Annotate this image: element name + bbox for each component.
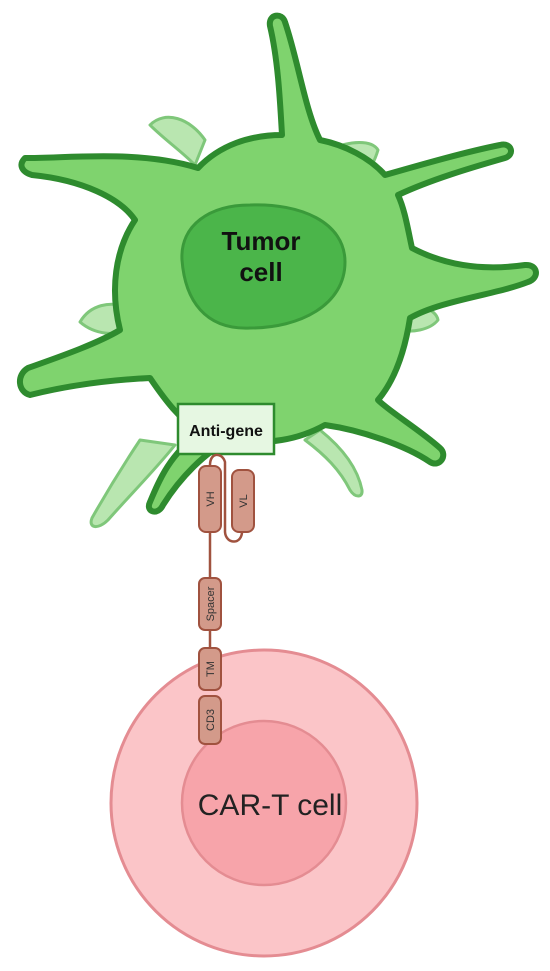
cd3-domain bbox=[198, 695, 222, 745]
tm-label: TM bbox=[205, 661, 217, 677]
vl-domain bbox=[231, 469, 255, 533]
spacer-label: Spacer bbox=[205, 586, 217, 621]
vl-label: VL bbox=[238, 494, 250, 507]
tumor-cell-label: Tumor bbox=[222, 226, 301, 256]
tumor-cell-label-line2: cell bbox=[239, 257, 282, 287]
tumor-nucleus bbox=[180, 203, 347, 330]
car-t-cell-label: CAR-T cell bbox=[198, 789, 342, 822]
vh-domain bbox=[198, 465, 222, 533]
vh-label: VH bbox=[205, 491, 217, 506]
tm-domain bbox=[198, 647, 222, 691]
car-t-nucleus bbox=[180, 719, 348, 887]
spacer-domain bbox=[198, 577, 222, 631]
antigen-box bbox=[176, 402, 276, 456]
antigen-label: Anti-gene bbox=[189, 423, 263, 440]
cd3-label: CD3 bbox=[205, 709, 217, 731]
